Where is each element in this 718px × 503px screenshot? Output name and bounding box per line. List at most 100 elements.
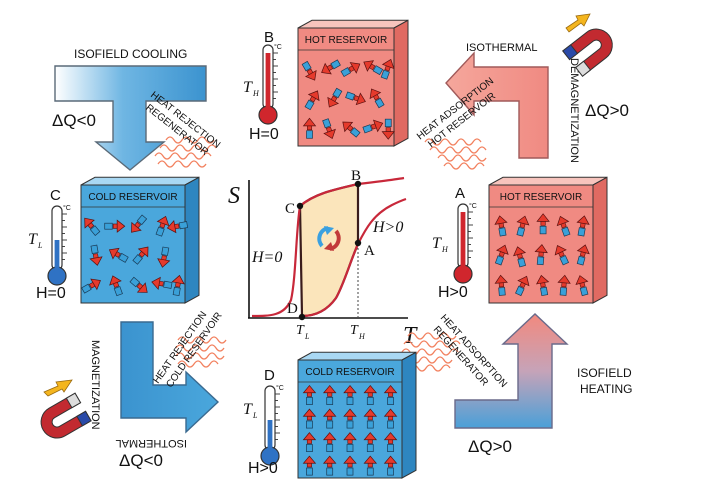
magnetic-moment-arrow xyxy=(536,213,550,235)
isothermal-mag-arrow xyxy=(120,321,220,434)
point-a-marker xyxy=(354,239,362,247)
state-c-temp-sub: L xyxy=(37,241,43,250)
magnetic-moment-arrow xyxy=(363,455,378,476)
magnetic-moment-arrow xyxy=(109,275,123,297)
reservoir-label: COLD RESERVOIR xyxy=(305,367,394,378)
state-b-letter: B xyxy=(264,29,274,46)
state-d-letter: D xyxy=(264,367,275,384)
reservoir-top-face xyxy=(297,351,417,361)
magnetic-moment-arrow xyxy=(343,408,357,429)
magnet-icon-top-right xyxy=(562,28,613,77)
magnetic-moment-arrow xyxy=(151,276,173,290)
magnetic-moment-arrow xyxy=(383,408,398,429)
thermometer-hot-right-icon: °C xyxy=(453,202,477,284)
state-b-field: H=0 xyxy=(249,126,279,143)
state-c-temp: T xyxy=(28,231,38,248)
magnetic-moment-arrow xyxy=(104,219,126,233)
magnetic-moment-arrow xyxy=(343,455,357,476)
magnetic-moment-arrow xyxy=(494,244,509,266)
magnetic-moment-arrow xyxy=(515,275,530,297)
magnetic-moment-arrow xyxy=(81,278,101,294)
magnetic-moment-arrow xyxy=(381,118,395,140)
magnetic-moment-arrow xyxy=(301,60,317,81)
curve-h-field-label: H>0 xyxy=(372,219,403,236)
tick-tl-sub: L xyxy=(304,332,310,341)
magnetic-moment-arrow xyxy=(494,215,508,237)
state-a-letter: A xyxy=(455,185,465,202)
magnetic-moment-arrow xyxy=(155,215,170,237)
state-a-temp-sub: H xyxy=(441,245,449,254)
state-d-temp: T xyxy=(243,401,253,418)
isothermal-demag-dq: ΔQ>0 xyxy=(585,101,629,120)
magnetic-moment-arrow xyxy=(321,59,341,75)
magnetic-moment-arrow xyxy=(129,276,148,293)
isothermal-demag-title-2-group: DEMAGNETIZATION xyxy=(568,58,580,163)
magnetic-moment-arrow xyxy=(556,215,571,237)
isofield-heating-dq: ΔQ>0 xyxy=(468,437,512,456)
magnetic-moment-arrow xyxy=(171,274,185,297)
magnetic-moment-arrow xyxy=(576,244,590,266)
cycle-arrows-icon xyxy=(317,226,341,251)
magnetic-moment-arrow xyxy=(576,215,590,237)
isothermal-demag-arrow xyxy=(445,51,549,159)
reservoir-side-face xyxy=(393,19,409,147)
isothermal-mag-title-2-group: ISOTHERMAL xyxy=(115,437,187,449)
isothermal-mag-title-1: MAGNETIZATION xyxy=(89,340,101,430)
magnet-motion-arrow-top-right xyxy=(565,13,591,33)
reservoir-top-face xyxy=(80,176,200,186)
tick-th-main: T xyxy=(350,323,359,338)
point-a-label: A xyxy=(364,243,375,259)
reservoir-top-face xyxy=(488,176,608,186)
magnetic-moment-arrow xyxy=(84,217,101,236)
point-c-marker xyxy=(296,202,304,210)
magnetic-moment-arrow xyxy=(302,432,317,452)
isothermal-mag-dq: ΔQ<0 xyxy=(119,451,163,470)
thermometer-unit-label: °C xyxy=(469,202,477,210)
magnetic-moment-arrow xyxy=(302,385,317,405)
magnetic-moment-arrow xyxy=(327,87,343,108)
magnetic-moment-arrow xyxy=(131,214,148,233)
thermometer-hot-top-icon: °C xyxy=(258,43,282,125)
cold-reservoir-bottom: COLD RESERVOIR xyxy=(297,351,417,479)
point-d-label: D xyxy=(287,301,298,317)
magnetic-moment-arrow xyxy=(363,408,378,429)
magnetic-moment-arrow xyxy=(516,215,530,237)
magnetic-moment-arrow xyxy=(494,274,508,296)
thermometer-unit-label: °C xyxy=(276,384,284,392)
tick-th-sub: H xyxy=(358,332,366,341)
tick-th: T H xyxy=(350,323,366,341)
magnetic-moment-arrow xyxy=(322,385,337,405)
magnetic-moment-arrow xyxy=(343,385,357,405)
magnetic-moment-arrow xyxy=(513,246,527,268)
state-c-field: H=0 xyxy=(36,285,66,302)
state-b-temp-sub: H xyxy=(252,89,260,98)
reservoir-label: HOT RESERVOIR xyxy=(500,192,582,203)
state-c-letter: C xyxy=(50,187,61,204)
reservoir-side-face xyxy=(184,176,200,304)
isofield-heating-arrow xyxy=(454,313,569,429)
magnetic-moment-arrow xyxy=(340,62,361,78)
isofield-cooling-title: ISOFIELD COOLING xyxy=(74,47,187,61)
magnetic-moment-arrow xyxy=(380,58,395,80)
isothermal-mag-title-2: ISOTHERMAL xyxy=(115,437,187,449)
point-b-label: B xyxy=(351,168,361,184)
cold-reservoir-left: COLD RESERVOIR xyxy=(80,176,200,304)
magnetic-moment-arrow xyxy=(575,275,589,297)
magnetic-moment-arrow xyxy=(302,117,317,139)
heat-waves-bottom-left xyxy=(175,336,227,368)
magnetic-moment-arrow xyxy=(157,246,171,268)
isofield-cooling-arrow xyxy=(54,65,207,171)
magnetic-moment-arrow xyxy=(557,274,571,296)
magnetic-moment-arrow xyxy=(166,220,189,234)
reservoir-side-face xyxy=(401,351,417,479)
magnetic-moment-arrow xyxy=(322,455,337,476)
thermometer-unit-label: °C xyxy=(274,43,282,51)
magnetic-moment-arrow xyxy=(345,91,366,106)
magnetic-moment-arrow xyxy=(534,244,548,266)
point-b-marker xyxy=(354,180,362,188)
magnetic-moment-arrow xyxy=(304,90,320,111)
magnetic-moment-arrow xyxy=(322,432,337,452)
heat-waves-top-left xyxy=(154,136,217,168)
magnetic-moment-arrow xyxy=(89,244,103,266)
magnetic-moment-arrow xyxy=(363,60,384,76)
